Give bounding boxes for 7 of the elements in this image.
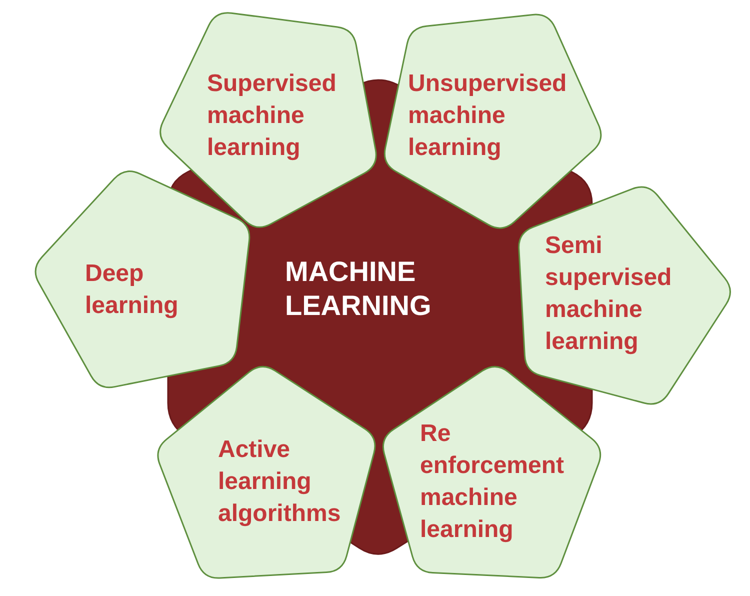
category-label: Supervised machine learning [206, 68, 338, 163]
category-label: Unsupervised machine learning [408, 68, 568, 163]
center-title: MACHINE LEARNING [285, 255, 432, 323]
category-label: Semi supervised machine learning [544, 230, 673, 357]
category-label: Active learning algorithms [218, 434, 342, 529]
category-label: Re enforcement machine learning [420, 418, 566, 545]
category-label: Deep learning [84, 258, 180, 321]
